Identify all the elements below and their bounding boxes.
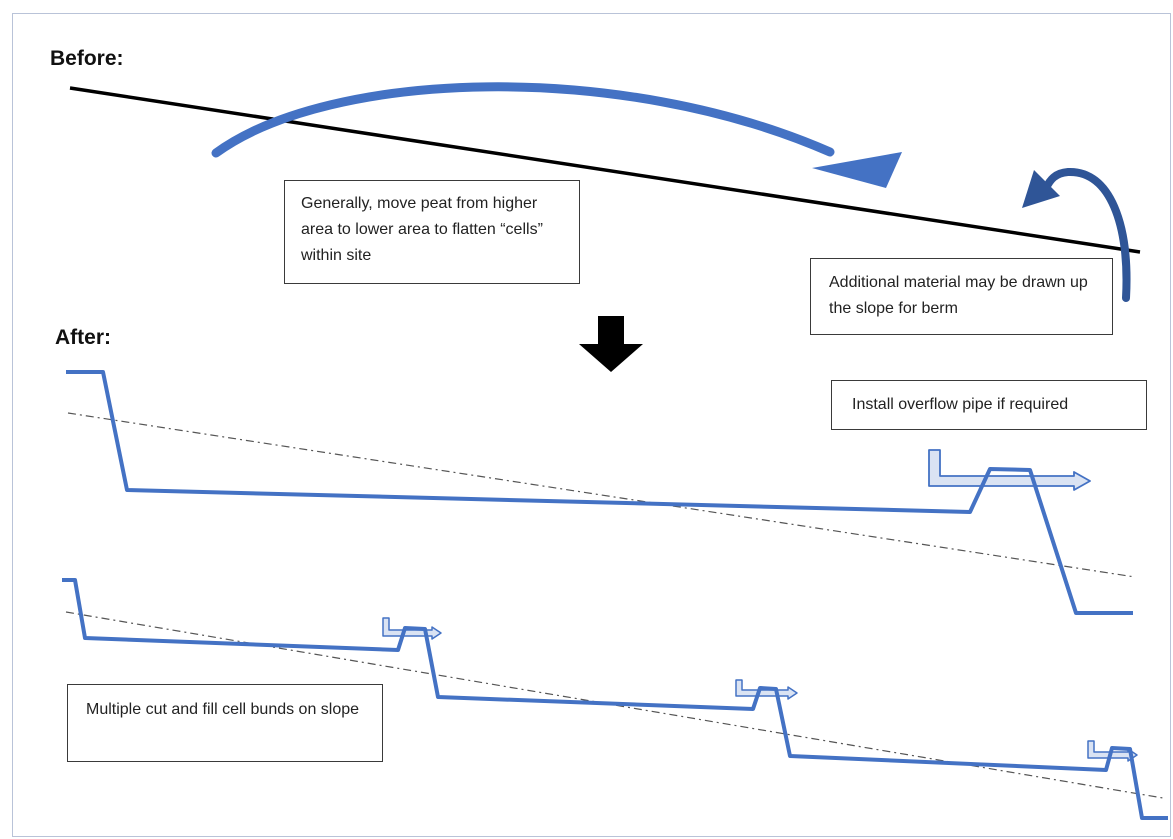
move-peat-note-text: Generally, move peat from higher area to… [301,195,543,264]
original-ground-reference-upper [67,412,1136,578]
overflow-pipe-note: Install overflow pipe if required [831,380,1147,430]
overflow-pipe-upper-icon [928,449,1091,491]
berm-material-arrowhead [1022,170,1060,208]
figure-frame [12,13,1171,837]
berm-material-arrow [1042,167,1131,302]
move-peat-note: Generally, move peat from higher area to… [284,180,580,284]
overflow-pipe-note-text: Install overflow pipe if required [852,396,1069,413]
multiple-cells-note-text: Multiple cut and fill cell bunds on slop… [86,701,360,718]
before-label: Before: [50,47,124,70]
graded-profile-lower [62,578,1168,820]
down-arrow-icon [579,316,643,372]
move-peat-arrow [211,82,835,158]
additional-material-note-text: Additional material may be drawn up the … [829,274,1088,317]
move-peat-arrowhead [812,152,902,188]
additional-material-note: Additional material may be drawn up the … [810,258,1113,335]
overflow-pipe-small-2-icon [735,679,798,700]
after-label: After: [55,326,111,349]
original-ground-line [69,86,1141,254]
multiple-cells-note: Multiple cut and fill cell bunds on slop… [67,684,383,762]
graded-profile-upper [66,370,1133,615]
